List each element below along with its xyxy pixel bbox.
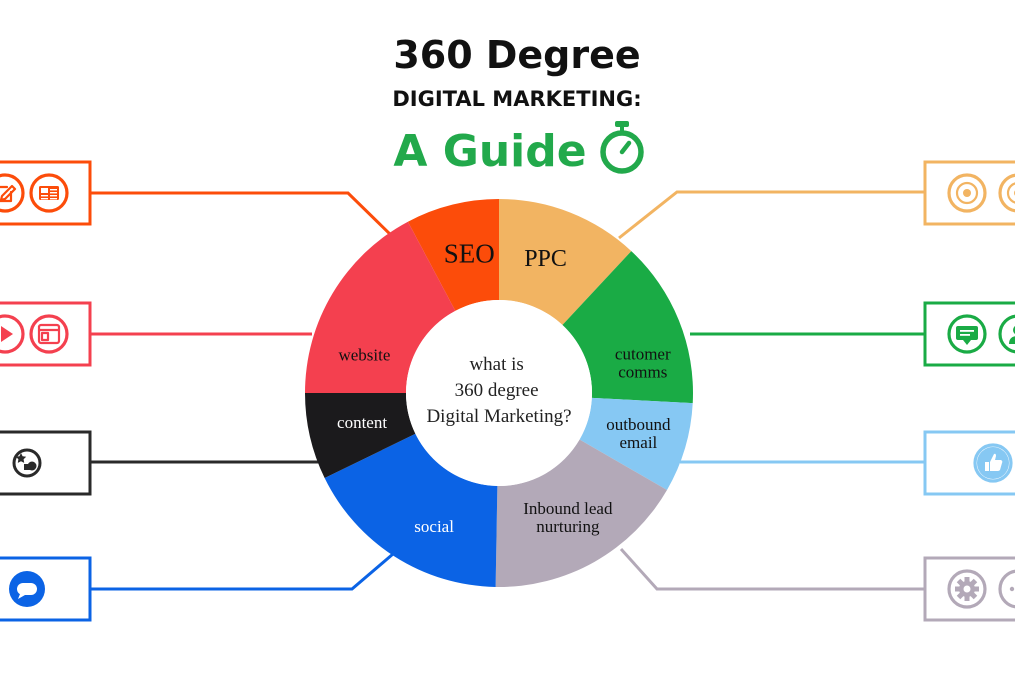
target-icon (947, 173, 987, 213)
callout-website (0, 301, 312, 367)
hub-line-2: 360 degree (455, 380, 539, 401)
segment-label-ppc: PPC (524, 246, 567, 272)
connector-ppc (618, 190, 925, 240)
edit-icon (0, 173, 25, 213)
callout-ppc (618, 160, 1015, 240)
segment-outbound-email (579, 397, 693, 490)
segment-label-line: content (337, 413, 387, 432)
segment-label-seo: SEO (444, 239, 495, 269)
hub-line-3: Digital Marketing? (426, 406, 571, 427)
title-line-1: 360 Degree (393, 33, 640, 77)
hub-question: what is 360 degree Digital Marketing? (426, 354, 571, 427)
hub-line-1: what is (469, 354, 523, 375)
browser-window-icon (29, 314, 69, 354)
connector-seo (90, 191, 397, 241)
segment-social (324, 433, 498, 587)
callout-social (0, 552, 394, 622)
segment-ppc (499, 199, 632, 325)
segment-seo (407, 199, 499, 311)
connector-social (90, 552, 394, 591)
segment-label-line: cutomer (615, 344, 671, 363)
segment-label-social: social (414, 517, 454, 536)
segment-label-line: Inbound lead (523, 499, 613, 518)
callout-customer-comms (690, 301, 1015, 367)
segment-label-line: social (414, 517, 454, 536)
segment-label-line: PPC (524, 246, 567, 272)
segment-label-line: website (338, 345, 390, 364)
callout-inbound-lead (619, 547, 1015, 622)
segment-label-content: content (337, 413, 387, 432)
play-icon (0, 314, 25, 354)
shapes-icon (12, 448, 42, 478)
connector-inbound-lead (619, 547, 925, 591)
segment-website (305, 221, 456, 393)
title-guide: A Guide (393, 121, 644, 177)
newspaper-icon (29, 173, 69, 213)
message-icon (947, 314, 987, 354)
segment-label-line: SEO (444, 239, 495, 269)
callout-seo (0, 160, 397, 241)
segment-customer-comms (562, 251, 693, 404)
more-icon (998, 569, 1015, 609)
segment-label-line: outbound (606, 415, 671, 434)
title-line-2: DIGITAL MARKETING: (392, 87, 641, 111)
wheel-hub: what is 360 degree Digital Marketing? (406, 300, 592, 486)
stopwatch-icon (600, 121, 644, 174)
thumbs-up-icon (973, 443, 1013, 483)
segment-label-line: nurturing (536, 517, 600, 536)
gear-icon (947, 569, 987, 609)
callout-box-website (0, 301, 92, 367)
callout-outbound-email (680, 430, 1015, 496)
title-line-3: A Guide (393, 126, 586, 177)
segment-label-line: email (620, 433, 658, 452)
chat-bubble-icon (9, 571, 45, 607)
segment-content (305, 393, 416, 479)
hub-circle (406, 300, 592, 486)
segment-label-line: comms (618, 362, 667, 381)
callouts (0, 160, 1015, 622)
segment-inbound-lead (495, 439, 668, 587)
segment-label-website: website (338, 345, 390, 364)
callout-content (0, 430, 323, 496)
